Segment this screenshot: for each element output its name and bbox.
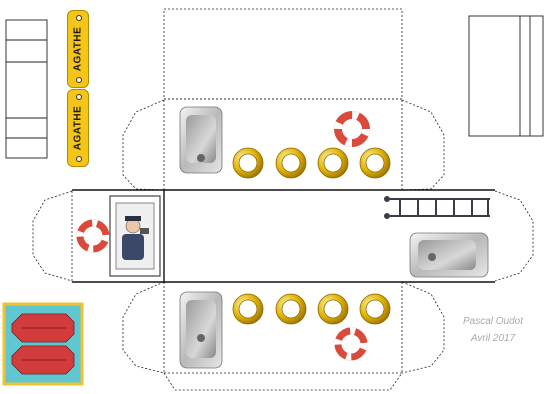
porthole	[232, 293, 264, 325]
ladder-icon	[384, 196, 490, 219]
author-credit: Pascal Oudot	[462, 316, 524, 327]
captain-window	[109, 195, 161, 277]
boat-name-label: AGATHE	[72, 26, 84, 72]
boat-name-label: AGATHE	[72, 105, 84, 151]
lifebuoy	[76, 219, 110, 253]
sink-right	[409, 232, 489, 278]
sink-top	[179, 106, 223, 174]
liferaft-panel	[2, 302, 84, 386]
screw-icon	[76, 15, 82, 21]
side-panel-right	[468, 15, 544, 137]
screw-icon	[76, 77, 82, 83]
screw-icon	[76, 94, 82, 100]
portholes-bottom	[232, 293, 391, 325]
porthole	[275, 147, 307, 179]
screw-icon	[76, 156, 82, 162]
porthole	[359, 147, 391, 179]
nameplate-top: AGATHE	[67, 10, 89, 88]
liferaft	[11, 345, 75, 375]
porthole	[232, 147, 264, 179]
liferaft	[11, 313, 75, 343]
porthole	[359, 293, 391, 325]
sink-bottom	[179, 291, 223, 369]
lifebuoy	[334, 111, 370, 147]
side-panel-left	[5, 19, 48, 159]
porthole	[317, 293, 349, 325]
porthole	[275, 293, 307, 325]
portholes-top	[232, 147, 391, 179]
glue-flaps	[32, 8, 534, 391]
fold-lines	[72, 189, 495, 283]
date-credit: Avril 2017	[470, 333, 516, 344]
porthole	[317, 147, 349, 179]
nameplate-bottom: AGATHE	[67, 89, 89, 167]
lifebuoy	[334, 327, 368, 361]
captain-icon	[122, 216, 149, 260]
